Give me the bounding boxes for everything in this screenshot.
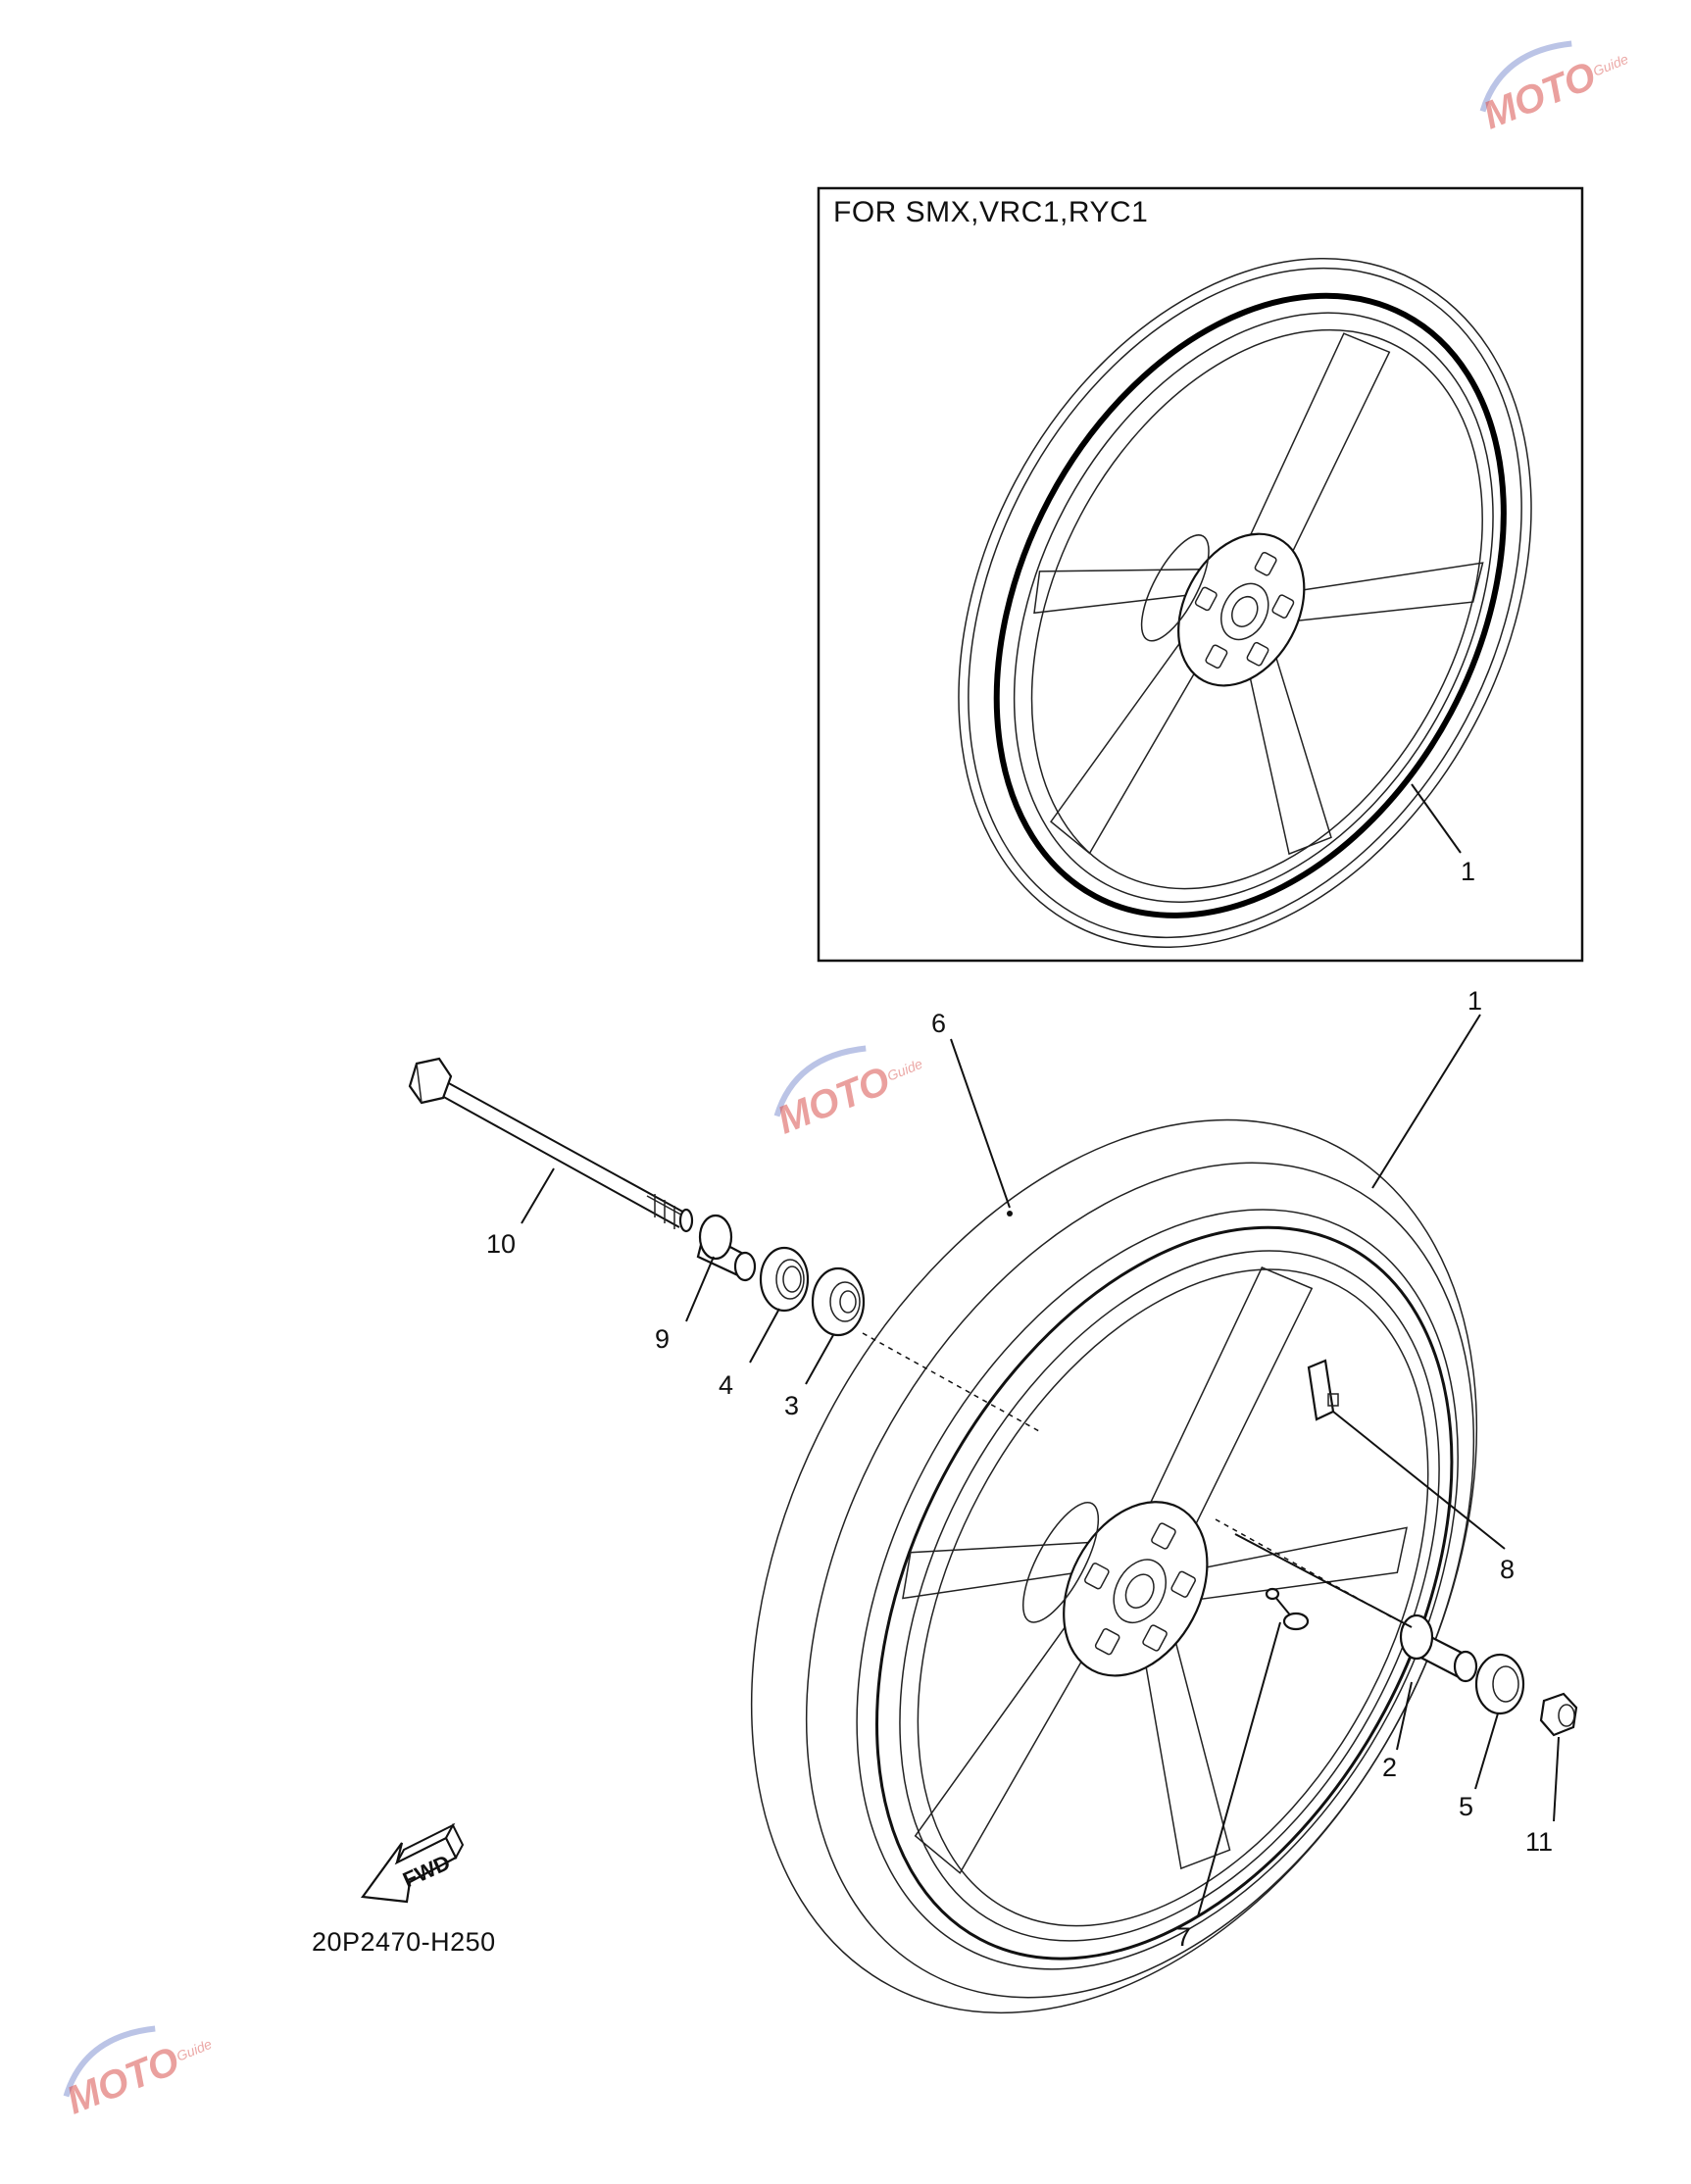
diagram-code: 20P2470-H250 [312,1927,496,1957]
collar-9 [696,1214,757,1282]
oil-seal-5 [1474,1653,1525,1715]
watermark-tagline: Guide [885,1056,925,1084]
watermark-brand: MOTO [1477,54,1602,137]
callout-4: 4 [719,1370,733,1400]
inset-wheel [958,258,1532,948]
watermark-top-right: MOTO Guide [1477,40,1631,137]
inset-frame [817,186,1584,963]
valve-7 [1265,1587,1310,1631]
oil-seal-4 [759,1246,810,1313]
watermark-bottom-left: MOTO Guide [61,2025,215,2122]
callout-1: 1 [1467,986,1482,1016]
main-wheel [750,1118,1478,2014]
callout-6: 6 [931,1009,946,1038]
collar-2 [1399,1613,1478,1683]
inset-title: FOR SMX,VRC1,RYC1 [833,196,1148,228]
fwd-arrow-icon: FWD [360,1822,465,1904]
inset-callout-1: 1 [1461,857,1475,886]
leader-lines [521,1014,1560,1917]
watermark-brand: MOTO [771,1059,896,1142]
nut-11 [1539,1692,1578,1737]
callout-9: 9 [655,1324,670,1354]
axle-bolt-10 [408,1057,694,1233]
bearing-3 [811,1266,866,1337]
watermark-tagline: Guide [174,2036,215,2064]
callout-8: 8 [1500,1555,1515,1584]
callout-2: 2 [1382,1753,1397,1782]
balance-weight-8 [1307,1359,1339,1421]
axle-centerline-left [862,1332,1040,1432]
watermark-middle: MOTO Guide [771,1045,925,1142]
callout-labels: 1 2 3 4 5 6 7 8 9 10 11 [486,986,1553,1952]
watermark-tagline: Guide [1591,51,1631,79]
inset-leader-1 [1411,783,1462,854]
inset-panel: FOR SMX,VRC1,RYC1 [817,186,1584,963]
callout-7: 7 [1176,1922,1191,1952]
callout-10: 10 [486,1229,516,1259]
callout-11: 11 [1525,1827,1553,1857]
callout-5: 5 [1459,1792,1473,1821]
watermark-brand: MOTO [61,2039,185,2122]
callout-3: 3 [784,1391,799,1420]
